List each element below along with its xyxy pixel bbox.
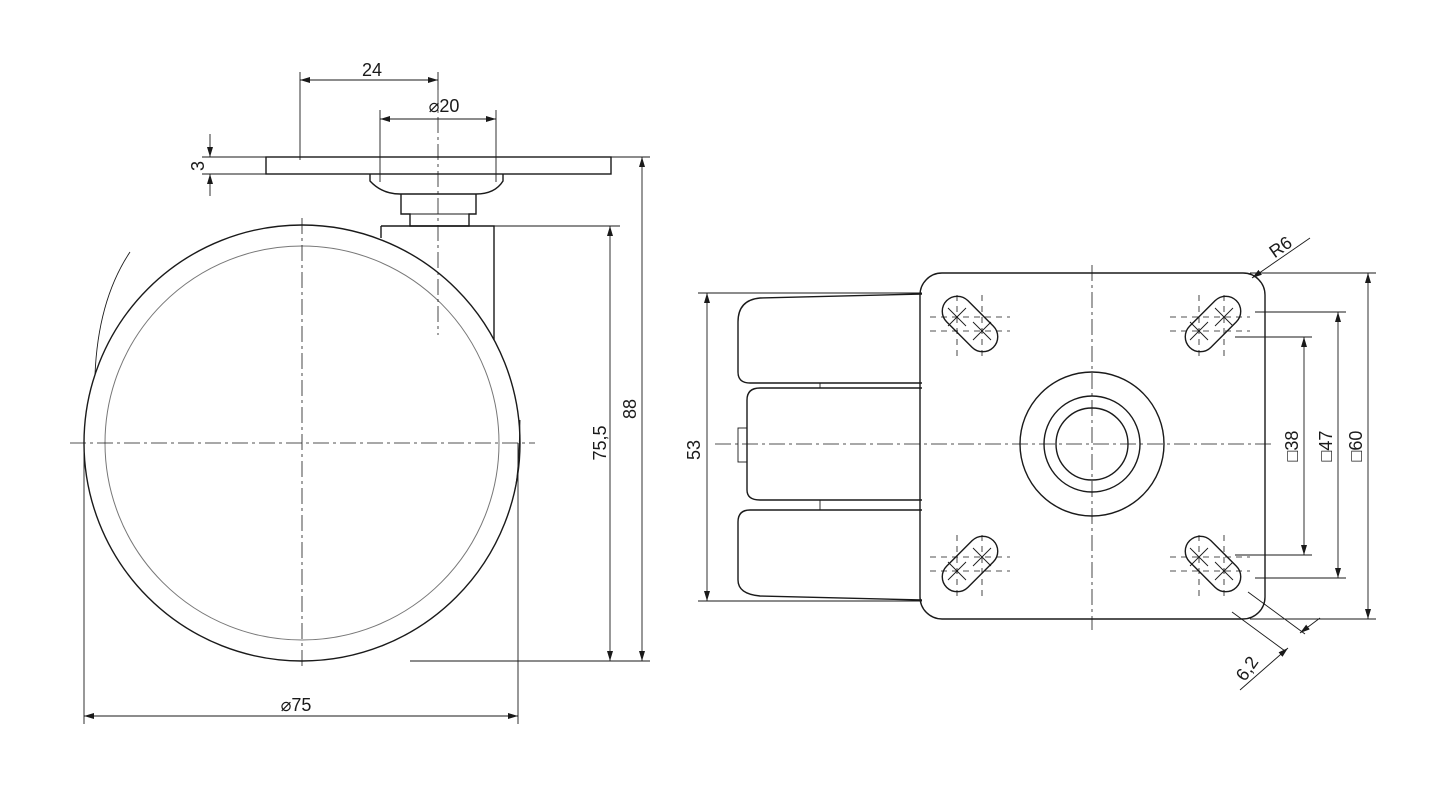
wheel-top-lower bbox=[737, 509, 923, 601]
slot-bottom-right bbox=[1170, 535, 1250, 596]
side-view: 24 ⌀20 3 75,5 88 bbox=[70, 60, 650, 724]
dim-hole-spacing-small: □38 bbox=[1235, 336, 1312, 556]
dim-hole-spacing-small-label: □38 bbox=[1282, 431, 1302, 462]
dim-radius-label: R6 bbox=[1265, 232, 1295, 262]
dim-slot-width: 6,2 bbox=[1232, 591, 1321, 691]
dim-overall-height: 88 bbox=[611, 156, 650, 662]
dim-plate-offset: 24 bbox=[299, 60, 439, 160]
dim-wheel-height-label: 75,5 bbox=[590, 425, 610, 460]
slot-top-right bbox=[1170, 295, 1250, 356]
dim-plate-width-label: 53 bbox=[684, 440, 704, 460]
swivel-stem bbox=[400, 194, 477, 227]
mounting-plate bbox=[265, 156, 612, 175]
dim-hole-spacing-mid-label: □47 bbox=[1316, 431, 1336, 462]
plate-boss bbox=[369, 174, 504, 195]
dim-radius: R6 bbox=[1251, 232, 1311, 279]
dim-plate-size-label: □60 bbox=[1346, 431, 1366, 462]
dim-stem-diameter-label: ⌀20 bbox=[429, 96, 460, 116]
dim-wheel-height: 75,5 bbox=[410, 225, 620, 662]
dim-wheel-diameter: ⌀75 bbox=[83, 443, 519, 724]
dim-hole-spacing-mid: □47 bbox=[1255, 311, 1346, 579]
top-plate bbox=[919, 272, 1266, 620]
wheel-top-upper bbox=[737, 293, 923, 384]
dim-plate-thickness-label: 3 bbox=[188, 161, 208, 171]
dim-slot-width-label: 6,2 bbox=[1232, 653, 1263, 685]
dim-overall-height-label: 88 bbox=[620, 399, 640, 419]
slot-bottom-left bbox=[930, 535, 1010, 596]
fork-housing bbox=[381, 225, 495, 340]
top-view: 53 R6 □38 □47 □60 bbox=[684, 232, 1376, 691]
dim-plate-width: 53 bbox=[684, 292, 922, 602]
dim-plate-thickness: 3 bbox=[188, 134, 266, 196]
dim-stem-diameter: ⌀20 bbox=[379, 96, 497, 182]
dim-plate-offset-label: 24 bbox=[362, 60, 382, 80]
dim-wheel-diameter-label: ⌀75 bbox=[281, 695, 312, 715]
dim-plate-size: □60 bbox=[1250, 272, 1376, 620]
slot-top-left bbox=[930, 295, 1010, 356]
